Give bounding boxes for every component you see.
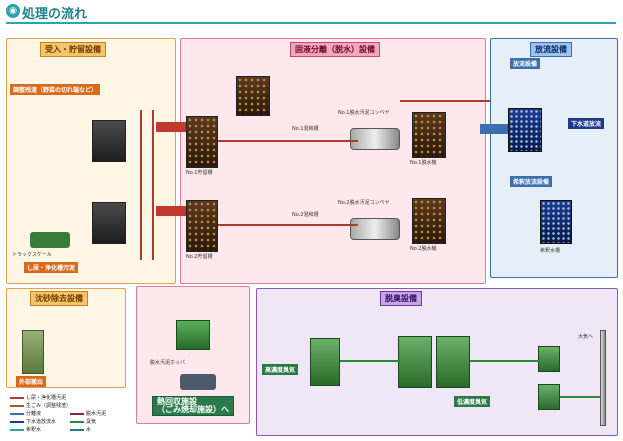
legend-item: 分離液 (10, 410, 41, 417)
sludge1-label: No.1脱水機 (410, 160, 437, 166)
sludge2-label: No.2脱水機 (410, 246, 437, 252)
receiving-pipe-1 (140, 110, 142, 260)
truck-label: トラックスケール (12, 252, 52, 258)
discharge-tank (508, 108, 542, 152)
sky-label: 大気へ (578, 334, 594, 340)
hopper-label: 脱水汚泥ホッパ (150, 360, 186, 366)
deodor-tag-low: 低濃度臭気 (454, 396, 491, 407)
deodor-header: 脱臭設備 (380, 291, 422, 306)
page-title: 処理の流れ (22, 7, 88, 22)
sand-silo (22, 330, 44, 374)
carbon-tower-2 (538, 384, 560, 410)
tank1-label: No.1貯留槽 (186, 170, 213, 176)
odor-pipe (470, 360, 540, 362)
dilution-tag: 希釈放流設備 (510, 176, 553, 187)
incinerate-header: 熱回収施設 （ごみ焼却施設）へ (152, 396, 234, 416)
sand-header: 沈砂除去設備 (30, 291, 88, 306)
dilution-tank (540, 200, 572, 244)
chimney (600, 330, 606, 426)
flow-pipe (218, 224, 358, 226)
storage-tank-1 (186, 116, 218, 168)
deodor-tower-3 (436, 336, 470, 388)
discharge-tag-main: 放流設備 (510, 58, 541, 69)
flow-pipe (218, 140, 358, 142)
receiving-tank-2 (92, 202, 126, 244)
receiving-header: 受入・貯留設備 (40, 42, 106, 57)
title-rule (6, 22, 616, 24)
legend-item: 希釈水 (10, 426, 41, 433)
deodor-tag-high: 高濃度臭気 (262, 364, 299, 375)
recv-tag-waste: 調整残渣（野菜の切れ端など） (10, 84, 101, 95)
dewater2-label: No.2脱水汚泥コンベヤ (338, 200, 390, 206)
mix1-label: No.1混和槽 (292, 126, 319, 132)
legend-item: 臭気 (70, 418, 96, 425)
main-flow-arrow (156, 206, 186, 216)
receiving-pipe-2 (152, 110, 154, 260)
odor-pipe (340, 360, 400, 362)
sludge-tank-1 (412, 112, 446, 158)
deodor-tower-2 (398, 336, 432, 388)
hopper-machine (176, 320, 210, 350)
dewatering-machine-2 (350, 218, 400, 240)
deodor-tower-1 (310, 338, 340, 386)
recv-tag-sludge: し尿・浄化槽汚泥 (24, 262, 79, 273)
mix2-label: No.2混和槽 (292, 212, 319, 218)
legend-item: 下水道放流水 (10, 418, 56, 425)
flow-pipe (400, 100, 490, 102)
receiving-desc (10, 56, 122, 62)
legend-item: し尿・浄化槽汚泥 (10, 394, 66, 401)
receiving-tank-1 (92, 120, 126, 162)
separation-header: 固液分離（脱水）設備 (290, 42, 380, 57)
final-tank-label: 希釈水槽 (540, 248, 561, 254)
truck-icon (30, 232, 70, 248)
legend-item: 水 (70, 426, 91, 433)
separation-section (180, 38, 486, 284)
legend-item: 脱水汚泥 (70, 410, 106, 417)
water-drop-icon: ◉ (6, 4, 20, 18)
sewer-discharge-tag: 下水道放流 (568, 118, 605, 129)
tank2-label: No.2貯留槽 (186, 254, 213, 260)
garbage-truck-icon (180, 374, 216, 390)
legend-item: 生ごみ（調整残渣） (10, 402, 71, 409)
main-flow-arrow (156, 122, 186, 132)
carbon-tower-1 (538, 346, 560, 372)
odor-pipe (560, 396, 600, 398)
dewater1-label: No.1脱水汚泥コンベヤ (338, 110, 390, 116)
to-discharge-arrow (480, 124, 508, 134)
sludge-tank-2 (412, 198, 446, 244)
storage-tank-2 (186, 200, 218, 252)
discharge-header: 放流設備 (530, 42, 572, 57)
sand-tag: 外部搬出 (16, 376, 47, 387)
dewatering-machine-1 (350, 128, 400, 150)
mix-tank-1 (236, 76, 270, 116)
